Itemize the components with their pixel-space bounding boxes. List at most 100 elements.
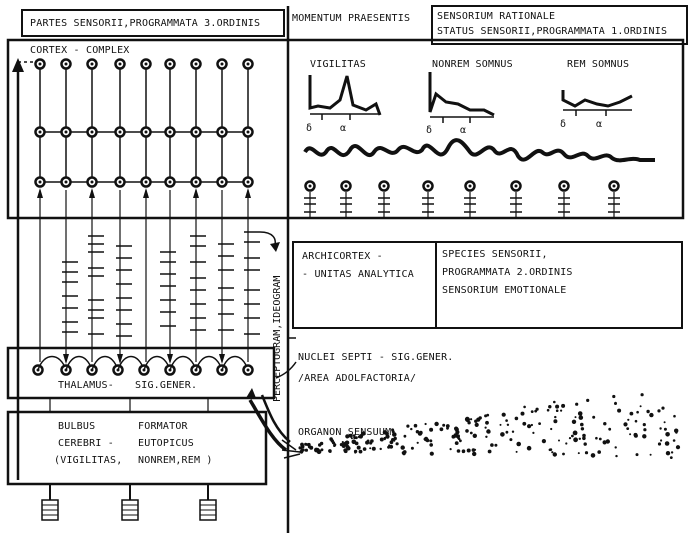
stimulus-dot: [499, 423, 502, 426]
stimulus-dot: [473, 448, 477, 451]
stimulus-dot: [623, 422, 628, 427]
stimulus-dot: [526, 445, 532, 451]
stimulus-dot: [469, 431, 473, 435]
nonrem-delta: δ: [426, 125, 433, 136]
stimulus-dot: [548, 405, 552, 409]
stimulus-dot: [466, 448, 471, 453]
stimulus-dot: [429, 439, 433, 443]
nuclei-label-2: /AREA ADOLFACTORIA/: [298, 373, 417, 384]
stimulus-dot: [464, 416, 470, 422]
stimulus-dot: [605, 439, 610, 444]
stimulus-dot: [307, 445, 311, 449]
rem-alpha: α: [596, 119, 603, 130]
neuron-core: [168, 62, 172, 66]
stimulus-dot: [571, 419, 577, 424]
stimulus-dot: [674, 428, 679, 433]
stimulus-dot: [393, 436, 397, 441]
neuron-core: [468, 184, 472, 188]
stimulus-dot: [445, 424, 450, 428]
stimulus-dot: [389, 444, 394, 449]
stimulus-dot: [629, 411, 634, 416]
arrow-head: [193, 188, 199, 198]
stimulus-dot: [664, 441, 670, 446]
neuron-core: [168, 130, 172, 134]
stimulus-dot: [365, 440, 370, 445]
momentum-label: MOMENTUM PRAESENTIS: [292, 13, 411, 24]
stimulus-dot: [304, 442, 308, 446]
stimulus-dot: [453, 433, 459, 438]
stimulus-dot: [343, 448, 348, 453]
bulbus-label-3: (VIGILITAS,: [54, 455, 123, 466]
stimulus-dot: [565, 442, 568, 445]
stimulus-dot: [577, 411, 583, 416]
stimulus-dot: [672, 439, 676, 442]
stimulus-dot: [629, 433, 632, 436]
stimulus-dot: [590, 453, 596, 458]
stimulus-dot: [614, 446, 617, 449]
stimulus-dot: [393, 439, 396, 442]
stimulus-dot: [636, 410, 639, 414]
formator-label-1: FORMATOR: [138, 421, 188, 432]
stimulus-dot: [670, 451, 674, 454]
stimulus-dot: [344, 440, 350, 445]
stimulus-dot: [603, 422, 607, 426]
stimulus-dot: [584, 451, 589, 455]
stimulus-dot: [490, 443, 494, 447]
stimulus-dot: [665, 432, 670, 437]
nonrem-alpha: α: [460, 125, 467, 136]
stimulus-dot: [661, 406, 665, 410]
stimulus-dot: [472, 433, 477, 438]
stimulus-dot: [316, 448, 320, 452]
sensorium-label-1: SENSORIUM RATIONALE: [437, 11, 556, 22]
partes-box: [21, 9, 285, 37]
thalamus-box: [6, 346, 276, 400]
stimulus-dot: [354, 451, 357, 454]
stimulus-dot: [341, 444, 346, 448]
stimulus-dot: [649, 453, 652, 456]
stimulus-dot: [403, 434, 407, 438]
stimulus-dot: [523, 405, 526, 409]
stimulus-dot: [341, 441, 344, 444]
sensorium-label-2: STATUS SENSORII,PROGRAMMATA 1.ORDINIS: [437, 26, 668, 37]
neuron-core: [344, 184, 348, 188]
stimulus-dot: [474, 422, 479, 427]
stimulus-dot: [551, 451, 554, 454]
stimulus-dot: [582, 433, 586, 438]
stimulus-dot: [389, 440, 394, 445]
archicortex-label-2: - UNITAS ANALYTICA: [302, 269, 414, 280]
stimulus-dot: [530, 410, 534, 413]
stimulus-dot: [387, 445, 390, 449]
stimulus-dot: [657, 409, 661, 413]
neuron-core: [64, 180, 68, 184]
arrow-head: [167, 354, 173, 364]
stimulus-dot: [571, 434, 574, 438]
stimulus-dot: [434, 421, 439, 427]
neuron-core: [194, 62, 198, 66]
stimulus-dot: [484, 414, 488, 418]
stimulus-dot: [345, 434, 350, 439]
chart-nonrem: [428, 72, 495, 117]
stimulus-dot: [522, 421, 527, 426]
stimulus-dot: [385, 435, 389, 439]
vig-alpha: α: [340, 123, 347, 134]
neuron-core: [562, 184, 566, 188]
neuron-core: [90, 130, 94, 134]
stimulus-dot: [485, 435, 488, 438]
chart-rem: [561, 90, 633, 108]
stimulus-dot: [592, 415, 596, 419]
neuron-core: [38, 130, 42, 134]
stimulus-dot: [423, 436, 429, 442]
stimulus-dot: [634, 419, 638, 423]
stimulus-dot: [534, 409, 538, 413]
arrow-head: [37, 188, 43, 198]
stimulus-dot: [459, 439, 462, 443]
stimulus-dot: [484, 426, 487, 429]
stimulus-dot: [548, 448, 552, 452]
stimulus-dot: [455, 430, 460, 435]
stimulus-dot: [402, 451, 406, 456]
stimulus-dot: [304, 448, 308, 452]
stimulus-dot: [470, 418, 473, 421]
stimulus-dot: [582, 436, 586, 441]
thalamus-label: THALAMUS-: [58, 380, 114, 391]
